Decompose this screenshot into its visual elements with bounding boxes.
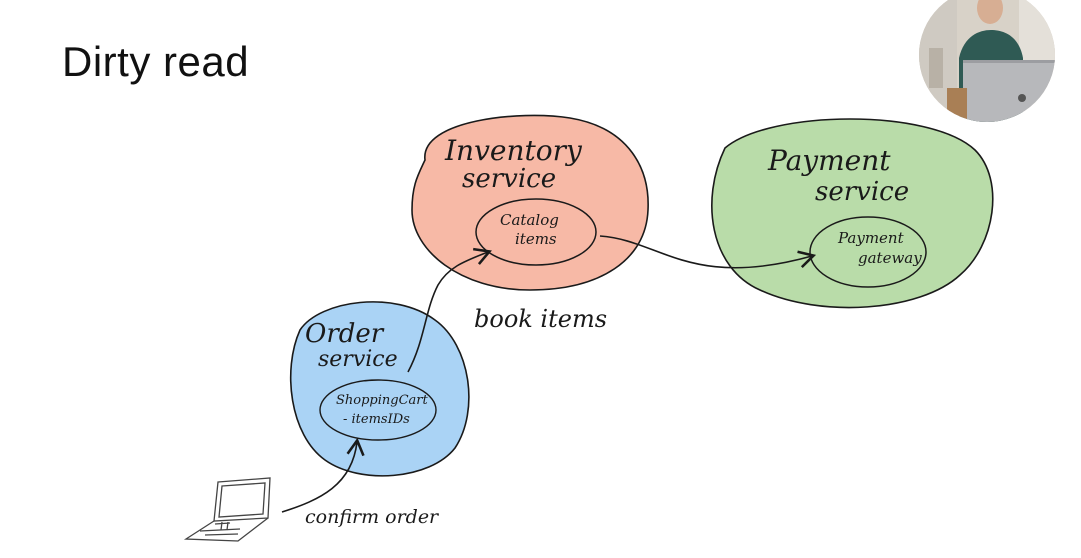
inventory-service-label-line1: Inventory [444,134,583,167]
order-service-blob [289,301,470,477]
payment-gateway-line1: Payment [837,229,905,247]
shopping-cart-ellipse [319,379,437,441]
inventory-service-blob [411,114,649,291]
catalog-items-line2: items [515,230,557,248]
confirm-order-label: confirm order [305,506,440,528]
presenter-webcam [919,0,1055,122]
payment-service-blob [711,118,994,309]
payment-service-label-line2: service [815,177,909,207]
catalog-items-ellipse [475,198,597,266]
book-items-label: book items [474,305,607,333]
arrow-order-to-inventory [407,247,492,373]
arrow-confirm-to-order [281,437,365,513]
catalog-items-line1: Catalog [500,211,559,229]
page-title: Dirty read [62,38,250,85]
order-service: Order service ShoppingCart - itemsIDs [289,301,470,477]
order-service-label-line1: Order [305,319,385,349]
laptop-icon [183,477,271,542]
payment-gateway-line2: gateway [858,249,922,267]
shopping-cart-line2: - itemsIDs [343,412,410,427]
shopping-cart-line1: ShoppingCart [336,393,429,408]
arrow-inventory-to-payment [599,235,817,269]
payment-service: Payment service Payment gateway [711,118,994,309]
order-service-label-line2: service [318,347,398,372]
inventory-service: Inventory service Catalog items [411,114,649,291]
inventory-service-label-line2: service [462,164,556,194]
payment-service-label-line1: Payment [767,144,891,177]
